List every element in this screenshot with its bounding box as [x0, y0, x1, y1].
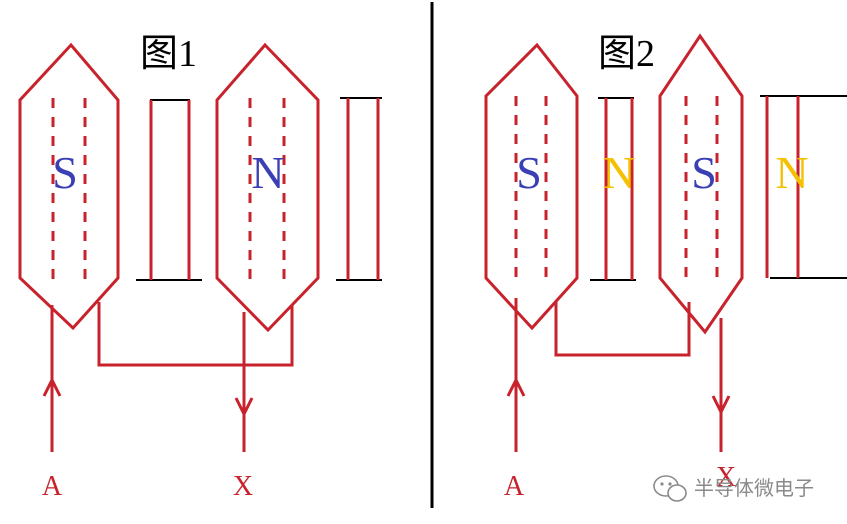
pole-3-outline — [484, 42, 579, 331]
terminal-x-label: X — [233, 471, 253, 502]
winding-connection-2 — [554, 302, 691, 357]
terminal-a-arrow-icon — [42, 376, 62, 397]
pole-3-label: S — [516, 147, 542, 198]
figure-1-title: 图1 — [140, 33, 197, 75]
pole-6-label: N — [775, 147, 808, 198]
figure-2: 图2 S N S N A X — [484, 33, 847, 502]
watermark: 半导体微电子 — [653, 475, 814, 502]
chat-bubble-icon — [653, 475, 687, 502]
figure-2-title: 图2 — [598, 33, 655, 75]
figure-1: 图1 S N A X — [18, 33, 382, 502]
terminal-a-label: A — [42, 471, 63, 502]
pole-5-outline — [658, 33, 744, 335]
terminal-x2-arrow-icon — [711, 395, 731, 416]
pole-2-label: N — [251, 147, 284, 198]
terminal-x-arrow-icon — [234, 397, 254, 418]
pole-4-label: N — [602, 147, 635, 198]
pole-5-label: S — [691, 147, 717, 198]
pole-1-outline — [18, 42, 120, 331]
terminal-a2-arrow-icon — [506, 376, 526, 397]
watermark-text: 半导体微电子 — [694, 476, 814, 500]
terminal-x2-label: X — [716, 462, 736, 493]
pole-1-label: S — [52, 147, 78, 198]
pole-2-outline — [215, 42, 320, 333]
terminal-a2-label: A — [504, 471, 525, 502]
winding-connection — [97, 302, 294, 367]
